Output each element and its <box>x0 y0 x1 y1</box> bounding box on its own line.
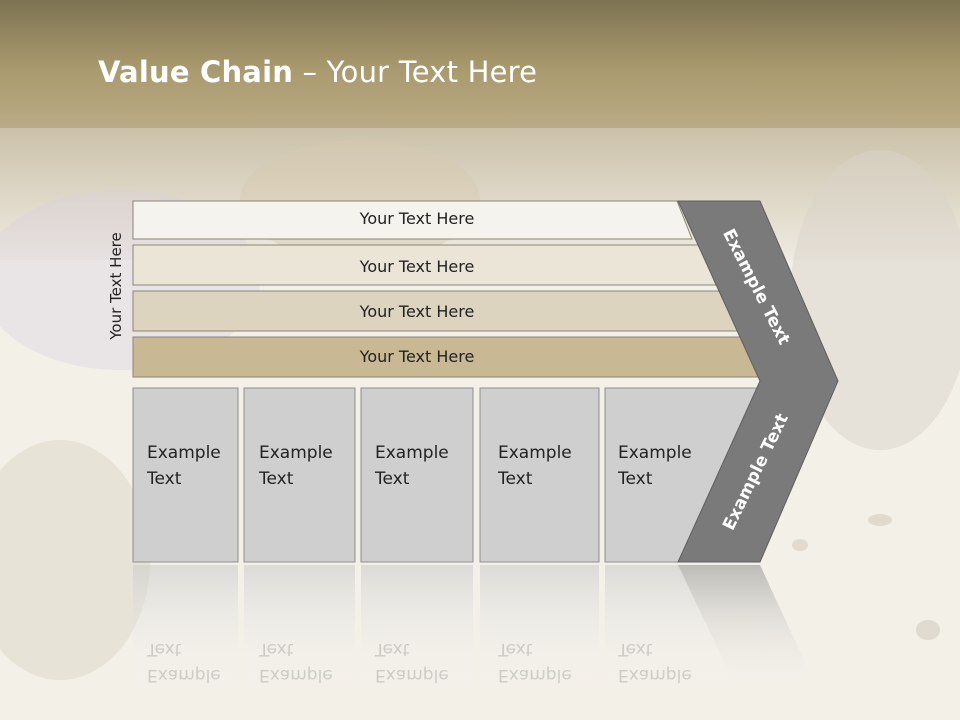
slide-title-bold: Value Chain <box>98 55 294 89</box>
column-4-line1: Example <box>498 443 572 463</box>
column-3[interactable] <box>360 387 474 563</box>
bar-3-label: Your Text Here <box>359 302 475 321</box>
chevron-arrow[interactable] <box>677 200 839 563</box>
bar-1[interactable] <box>132 200 693 240</box>
column-5-line2: Text <box>618 469 653 489</box>
slide-title: Value Chain – Your Text Here <box>98 55 537 89</box>
column-2[interactable] <box>243 387 356 563</box>
column-3-line1: Example <box>375 443 449 463</box>
bar-2-label: Your Text Here <box>359 257 475 276</box>
column-4-line2: Text <box>498 469 533 489</box>
column-3-line2: Text <box>375 469 410 489</box>
bar-4-label: Your Text Here <box>359 347 475 366</box>
column-1-line2: Text <box>147 469 182 489</box>
slide-title-rest: – Your Text Here <box>293 55 538 89</box>
column-1[interactable] <box>132 387 239 563</box>
column-2-line1: Example <box>259 443 333 463</box>
column-1-line1: Example <box>147 443 221 463</box>
bar-1-label: Your Text Here <box>359 209 475 228</box>
column-5-line1: Example <box>618 443 692 463</box>
column-4[interactable] <box>479 387 600 563</box>
column-2-line2: Text <box>259 469 294 489</box>
